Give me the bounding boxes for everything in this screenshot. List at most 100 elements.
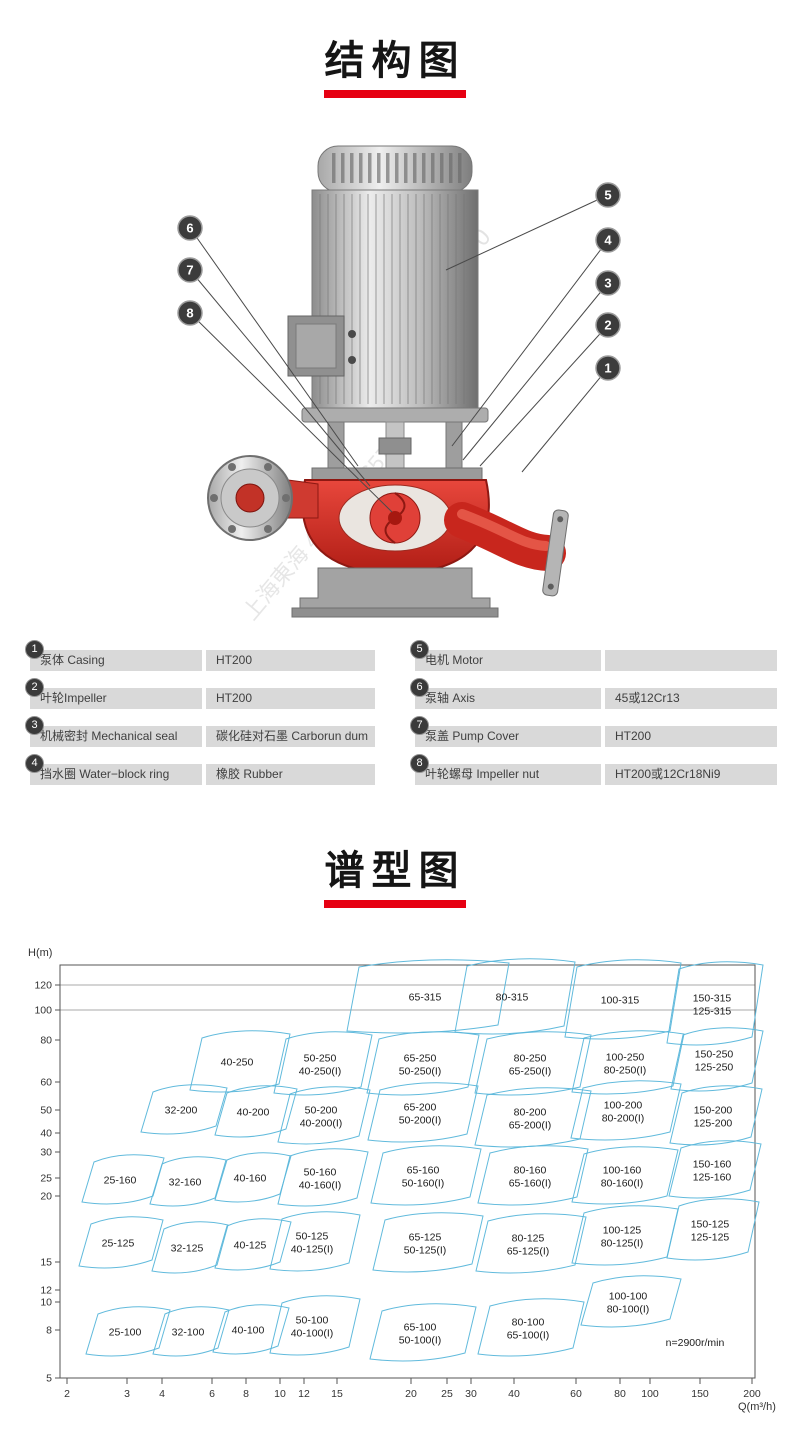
model-region — [346, 959, 510, 1034]
region-label: 80-125(I) — [601, 1238, 644, 1250]
part-number-badge: 6 — [410, 678, 429, 697]
callout-line — [521, 367, 609, 473]
region-label: 40-160(I) — [299, 1180, 342, 1192]
seal-plate — [311, 467, 483, 481]
region-label: 65-315 — [409, 992, 442, 1004]
model-region — [366, 1031, 480, 1096]
region-label: 100-125 — [603, 1225, 642, 1237]
callout-number: 3 — [604, 276, 611, 291]
x-tick-label: 10 — [274, 1388, 286, 1400]
motor-group — [287, 145, 489, 423]
model-region — [369, 1303, 477, 1362]
y-tick-label: 25 — [40, 1173, 52, 1185]
y-tick-label: 80 — [40, 1035, 52, 1047]
impeller-hub — [388, 511, 402, 525]
part-name-cell: 挡水圈 Water−block ring — [30, 764, 202, 785]
callout-circle — [177, 215, 203, 241]
part-material-cell: HT200或12Cr18Ni9 — [605, 764, 777, 785]
x-tick-label: 20 — [405, 1388, 417, 1400]
region-label: 125-160 — [693, 1172, 732, 1184]
part-number-badge: 3 — [25, 716, 44, 735]
callout-number: 4 — [604, 233, 612, 248]
model-region — [570, 1080, 682, 1141]
region-label: 50-100 — [296, 1315, 329, 1327]
part-number-badge: 1 — [25, 640, 44, 659]
region-label: 65-250 — [404, 1053, 437, 1065]
model-region — [367, 1082, 479, 1143]
region-label: 65-100(I) — [507, 1330, 550, 1342]
callout-circle — [595, 182, 621, 208]
x-tick-label: 40 — [508, 1388, 520, 1400]
model-region — [151, 1221, 229, 1274]
region-label: 100-315 — [601, 995, 640, 1007]
region-label: 40-200 — [237, 1107, 270, 1119]
region-label: 65-200 — [404, 1102, 437, 1114]
callout-circle — [177, 300, 203, 326]
y-tick-label: 120 — [34, 980, 52, 992]
region-label: 32-125 — [171, 1243, 204, 1255]
x-tick-label: 6 — [209, 1388, 215, 1400]
region-label: 80-100(I) — [607, 1304, 650, 1316]
part-name-cell: 叶轮螺母 Impeller nut — [415, 764, 601, 785]
region-label: 50-125 — [296, 1231, 329, 1243]
region-label: 40-125 — [234, 1240, 267, 1252]
region-label: 65-160(I) — [509, 1178, 552, 1190]
region-label: 65-100 — [404, 1322, 437, 1334]
red-underline — [324, 900, 466, 908]
region-label: 80-315 — [496, 992, 529, 1004]
model-region — [669, 1085, 763, 1146]
part-number-badge: 7 — [410, 716, 429, 735]
region-label: 50-125(I) — [404, 1245, 447, 1257]
y-tick-label: 8 — [46, 1325, 52, 1337]
model-region — [477, 1298, 585, 1357]
model-region — [474, 1031, 592, 1096]
region-label: 65-160 — [407, 1165, 440, 1177]
model-region — [189, 1030, 291, 1093]
y-tick-label: 12 — [40, 1285, 52, 1297]
plot-border — [59, 964, 756, 1379]
x-tick-label: 2 — [64, 1388, 70, 1400]
part-material-cell: 橡胶 Rubber — [206, 764, 375, 785]
model-region — [370, 1145, 482, 1206]
part-material-cell — [605, 650, 777, 671]
callout-number: 8 — [186, 306, 193, 321]
region-label: 40-125(I) — [291, 1244, 334, 1256]
callout-number: 1 — [604, 361, 611, 376]
model-region — [580, 1275, 682, 1328]
model-region — [571, 1030, 685, 1095]
y-tick-label: 30 — [40, 1147, 52, 1159]
region-label: 80-100 — [512, 1317, 545, 1329]
x-tick-label: 100 — [641, 1388, 659, 1400]
callout-line — [189, 227, 359, 467]
model-region — [475, 1213, 587, 1274]
coupling — [378, 437, 412, 455]
region-label: 100-160 — [603, 1165, 642, 1177]
region-label: 65-200(I) — [509, 1120, 552, 1132]
region-label: 50-200 — [305, 1105, 338, 1117]
region-label: 32-200 — [165, 1105, 198, 1117]
model-region — [214, 1218, 292, 1271]
region-label: 150-160 — [693, 1159, 732, 1171]
region-label: 32-160 — [169, 1177, 202, 1189]
y-tick-label: 15 — [40, 1257, 52, 1269]
model-region — [212, 1304, 290, 1355]
region-label: 40-160 — [234, 1173, 267, 1185]
region-label: 40-100(I) — [291, 1328, 334, 1340]
callout-line — [451, 239, 609, 447]
model-region — [269, 1211, 361, 1272]
region-label: 80-125 — [512, 1233, 545, 1245]
model-region — [81, 1154, 165, 1205]
region-label: 150-200 — [694, 1105, 733, 1117]
model-region — [269, 1295, 361, 1356]
motor-flange — [301, 407, 489, 423]
region-label: 80-250 — [514, 1053, 547, 1065]
bracket-group — [327, 421, 463, 475]
callout-circle — [595, 355, 621, 381]
